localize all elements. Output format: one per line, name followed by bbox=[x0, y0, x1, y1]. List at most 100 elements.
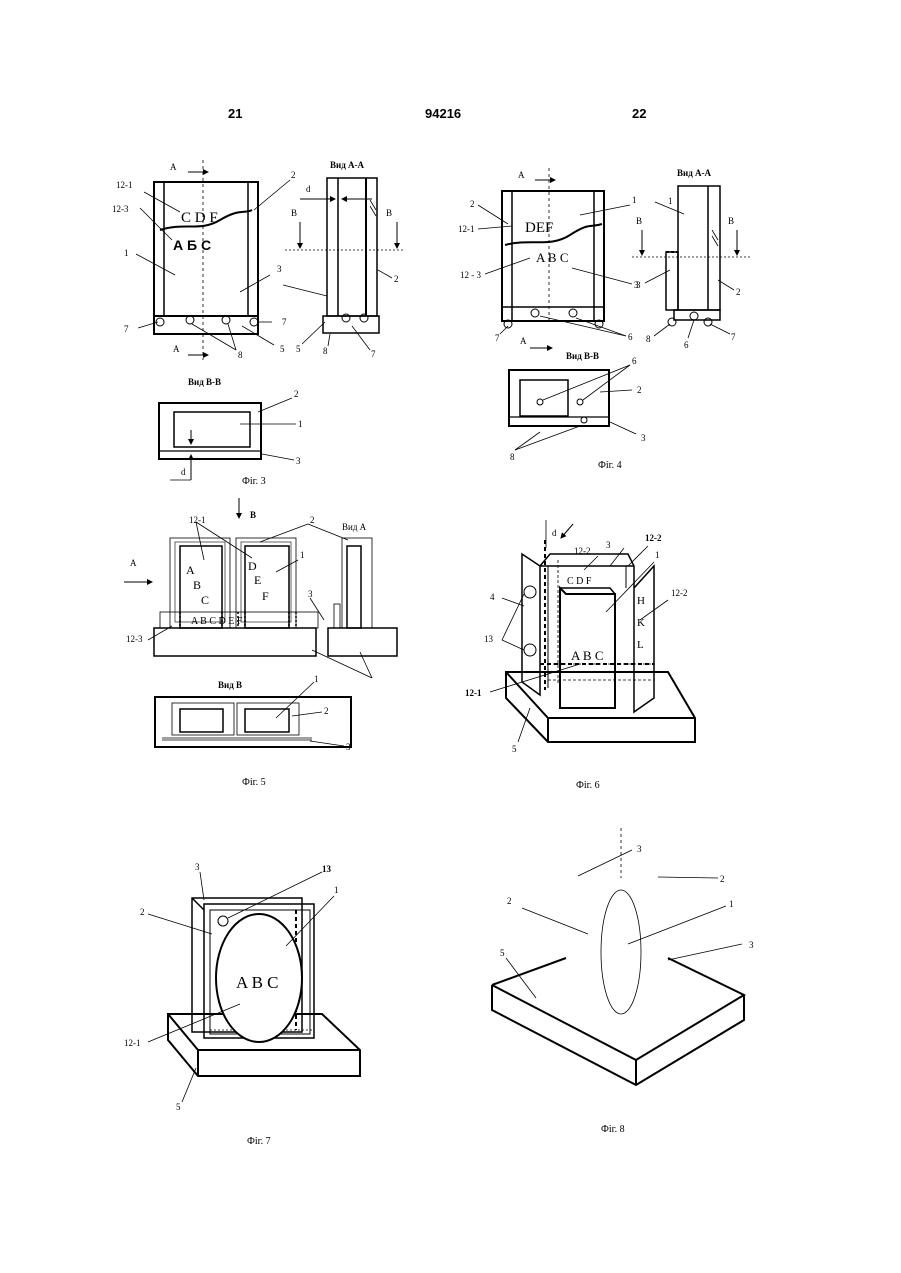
fig5-letter-e: E bbox=[254, 573, 261, 587]
fig4-view-bb bbox=[509, 365, 636, 450]
fig6-letters-cdf: C D F bbox=[567, 576, 592, 587]
fig3-caption: Фіг. 3 bbox=[242, 476, 266, 487]
fig6-ref-4: 4 bbox=[490, 592, 495, 602]
figure-6 bbox=[490, 520, 695, 742]
fig3-aa-ref-7: 7 bbox=[371, 349, 376, 359]
fig3-aa-ref-8: 8 bbox=[323, 346, 328, 356]
fig8-ref-3a: 3 bbox=[637, 844, 642, 854]
fig4-letters-abc: A B C bbox=[536, 250, 569, 265]
fig5-caption: Фіг. 5 bbox=[242, 777, 266, 788]
fig6-ref-3: 3 bbox=[606, 540, 611, 550]
fig6-ref-12-2b: 12-2 bbox=[645, 533, 662, 543]
fig4-bb-ref-6: 6 bbox=[632, 356, 637, 366]
fig3-ref-7b: 7 bbox=[282, 317, 287, 327]
fig3-ref-1: 1 bbox=[124, 248, 129, 258]
fig5-letter-row: A B C D E F bbox=[191, 616, 243, 627]
figure-8 bbox=[492, 828, 744, 1085]
fig4-ref-2: 2 bbox=[470, 199, 475, 209]
figure-3 bbox=[136, 160, 290, 360]
fig7-caption: Фіг. 7 bbox=[247, 1136, 271, 1147]
fig6-ref-12-2c: 12-2 bbox=[671, 588, 688, 598]
fig4-aa-ref-2: 2 bbox=[736, 287, 741, 297]
fig8-ref-2a: 2 bbox=[720, 874, 725, 884]
fig3-base bbox=[154, 316, 258, 334]
fig5-letter-b: B bbox=[193, 578, 201, 592]
fig4-ref-12-1: 12-1 bbox=[458, 224, 475, 234]
fig3-view-aa bbox=[283, 178, 405, 350]
fig5-ref-1: 1 bbox=[300, 550, 305, 560]
fig4-bb-ref-8: 8 bbox=[510, 452, 515, 462]
fig5-ref-2: 2 bbox=[310, 515, 315, 525]
fig6-ref-12-2a: 12-2 bbox=[574, 546, 591, 556]
fig3-ref-12-3: 12-3 bbox=[112, 204, 129, 214]
fig6-ref-1: 1 bbox=[655, 550, 660, 560]
fig3-aa-ref-5: 5 bbox=[296, 344, 301, 354]
fig4-ref-6: 6 bbox=[628, 332, 633, 342]
fig6-letter-k: K bbox=[637, 617, 645, 629]
fig3-letters-cdf: C D F bbox=[181, 210, 218, 226]
fig7-ref-13: 13 bbox=[322, 864, 332, 874]
fig4-ref-7: 7 bbox=[495, 333, 500, 343]
fig3-arrow-a-bottom: A bbox=[173, 344, 180, 354]
fig5-vb-ref-2: 2 bbox=[324, 706, 329, 716]
fig7-ref-12-1: 12-1 bbox=[124, 1038, 141, 1048]
fig4-view-bb-label: Вид В-В bbox=[566, 351, 599, 361]
fig5-arrow-a: A bbox=[130, 558, 137, 568]
fig4-ref-1: 1 bbox=[632, 195, 637, 205]
fig3-bb-mark-d: d bbox=[181, 467, 186, 477]
fig3-letters-abv: А Б С bbox=[173, 237, 211, 253]
fig4-bb-ref-2: 2 bbox=[637, 385, 642, 395]
fig7-ref-3: 3 bbox=[195, 862, 200, 872]
fig4-arrow-a-top: A bbox=[518, 170, 525, 180]
fig4-letters-def: DEF bbox=[525, 220, 553, 236]
fig3-view-bb-label: Вид В-В bbox=[188, 377, 221, 387]
figure-5 bbox=[124, 498, 397, 747]
fig6-ref-13: 13 bbox=[484, 634, 494, 644]
fig3-ref-3: 3 bbox=[277, 264, 282, 274]
fig5-ref-12-3: 12-3 bbox=[126, 634, 143, 644]
fig8-caption: Фіг. 8 bbox=[601, 1124, 625, 1135]
fig6-letter-l: L bbox=[637, 639, 644, 651]
fig4-caption: Фіг. 4 bbox=[598, 460, 622, 471]
fig3-mark-b-right: В bbox=[386, 208, 392, 218]
fig6-ref-5: 5 bbox=[512, 744, 517, 754]
fig3-bb-ref-2: 2 bbox=[294, 389, 299, 399]
fig5-letter-f: F bbox=[262, 589, 269, 603]
fig8-ref-3b: 3 bbox=[749, 940, 754, 950]
fig3-bb-ref-1: 1 bbox=[298, 419, 303, 429]
fig6-mark-d: d bbox=[552, 528, 557, 538]
fig6-letter-h: H bbox=[637, 595, 645, 607]
fig5-letter-c: C bbox=[201, 593, 209, 607]
fig3-aa-ref-2: 2 bbox=[394, 274, 399, 284]
fig4-aa-ref-1: 1 bbox=[668, 196, 673, 206]
fig4-aa-ref-6: 6 bbox=[684, 340, 689, 350]
fig8-ref-5: 5 bbox=[500, 948, 505, 958]
fig5-view-a-label: Вид А bbox=[342, 522, 367, 532]
fig8-ref-2b: 2 bbox=[507, 896, 512, 906]
fig4-aa-ref-7: 7 bbox=[731, 332, 736, 342]
fig5-vb-ref-1: 1 bbox=[314, 674, 319, 684]
fig5-mark-b: В bbox=[250, 510, 256, 520]
fig3-bb-ref-3: 3 bbox=[296, 456, 301, 466]
fig4-mark-b-left: В bbox=[636, 216, 642, 226]
fig3-ref-5: 5 bbox=[280, 344, 285, 354]
fig8-ref-1: 1 bbox=[729, 899, 734, 909]
fig7-letters-abc: A B C bbox=[236, 973, 279, 992]
fig4-view-aa-label: Вид А-А bbox=[677, 168, 711, 178]
fig3-ref-7a: 7 bbox=[124, 324, 129, 334]
fig5-view-b-label: Вид В bbox=[218, 680, 242, 690]
fig3-arrow-a-top: A bbox=[170, 162, 177, 172]
fig4-mark-b-right: В bbox=[728, 216, 734, 226]
fig4-arrow-a-bottom: A bbox=[520, 336, 527, 346]
fig3-ref-12-1: 12-1 bbox=[116, 180, 133, 190]
fig4-bb-ref-3: 3 bbox=[641, 433, 646, 443]
fig3-view-aa-label: Вид А-А bbox=[330, 160, 364, 170]
fig6-letters-abc: A B C bbox=[571, 648, 604, 663]
fig7-ref-2: 2 bbox=[140, 907, 145, 917]
fig3-ref-2: 2 bbox=[291, 170, 296, 180]
fig5-letter-d: D bbox=[248, 559, 257, 573]
fig3-mark-b-left: В bbox=[291, 208, 297, 218]
fig7-ref-5: 5 bbox=[176, 1102, 181, 1112]
fig7-ref-1: 1 bbox=[334, 885, 339, 895]
